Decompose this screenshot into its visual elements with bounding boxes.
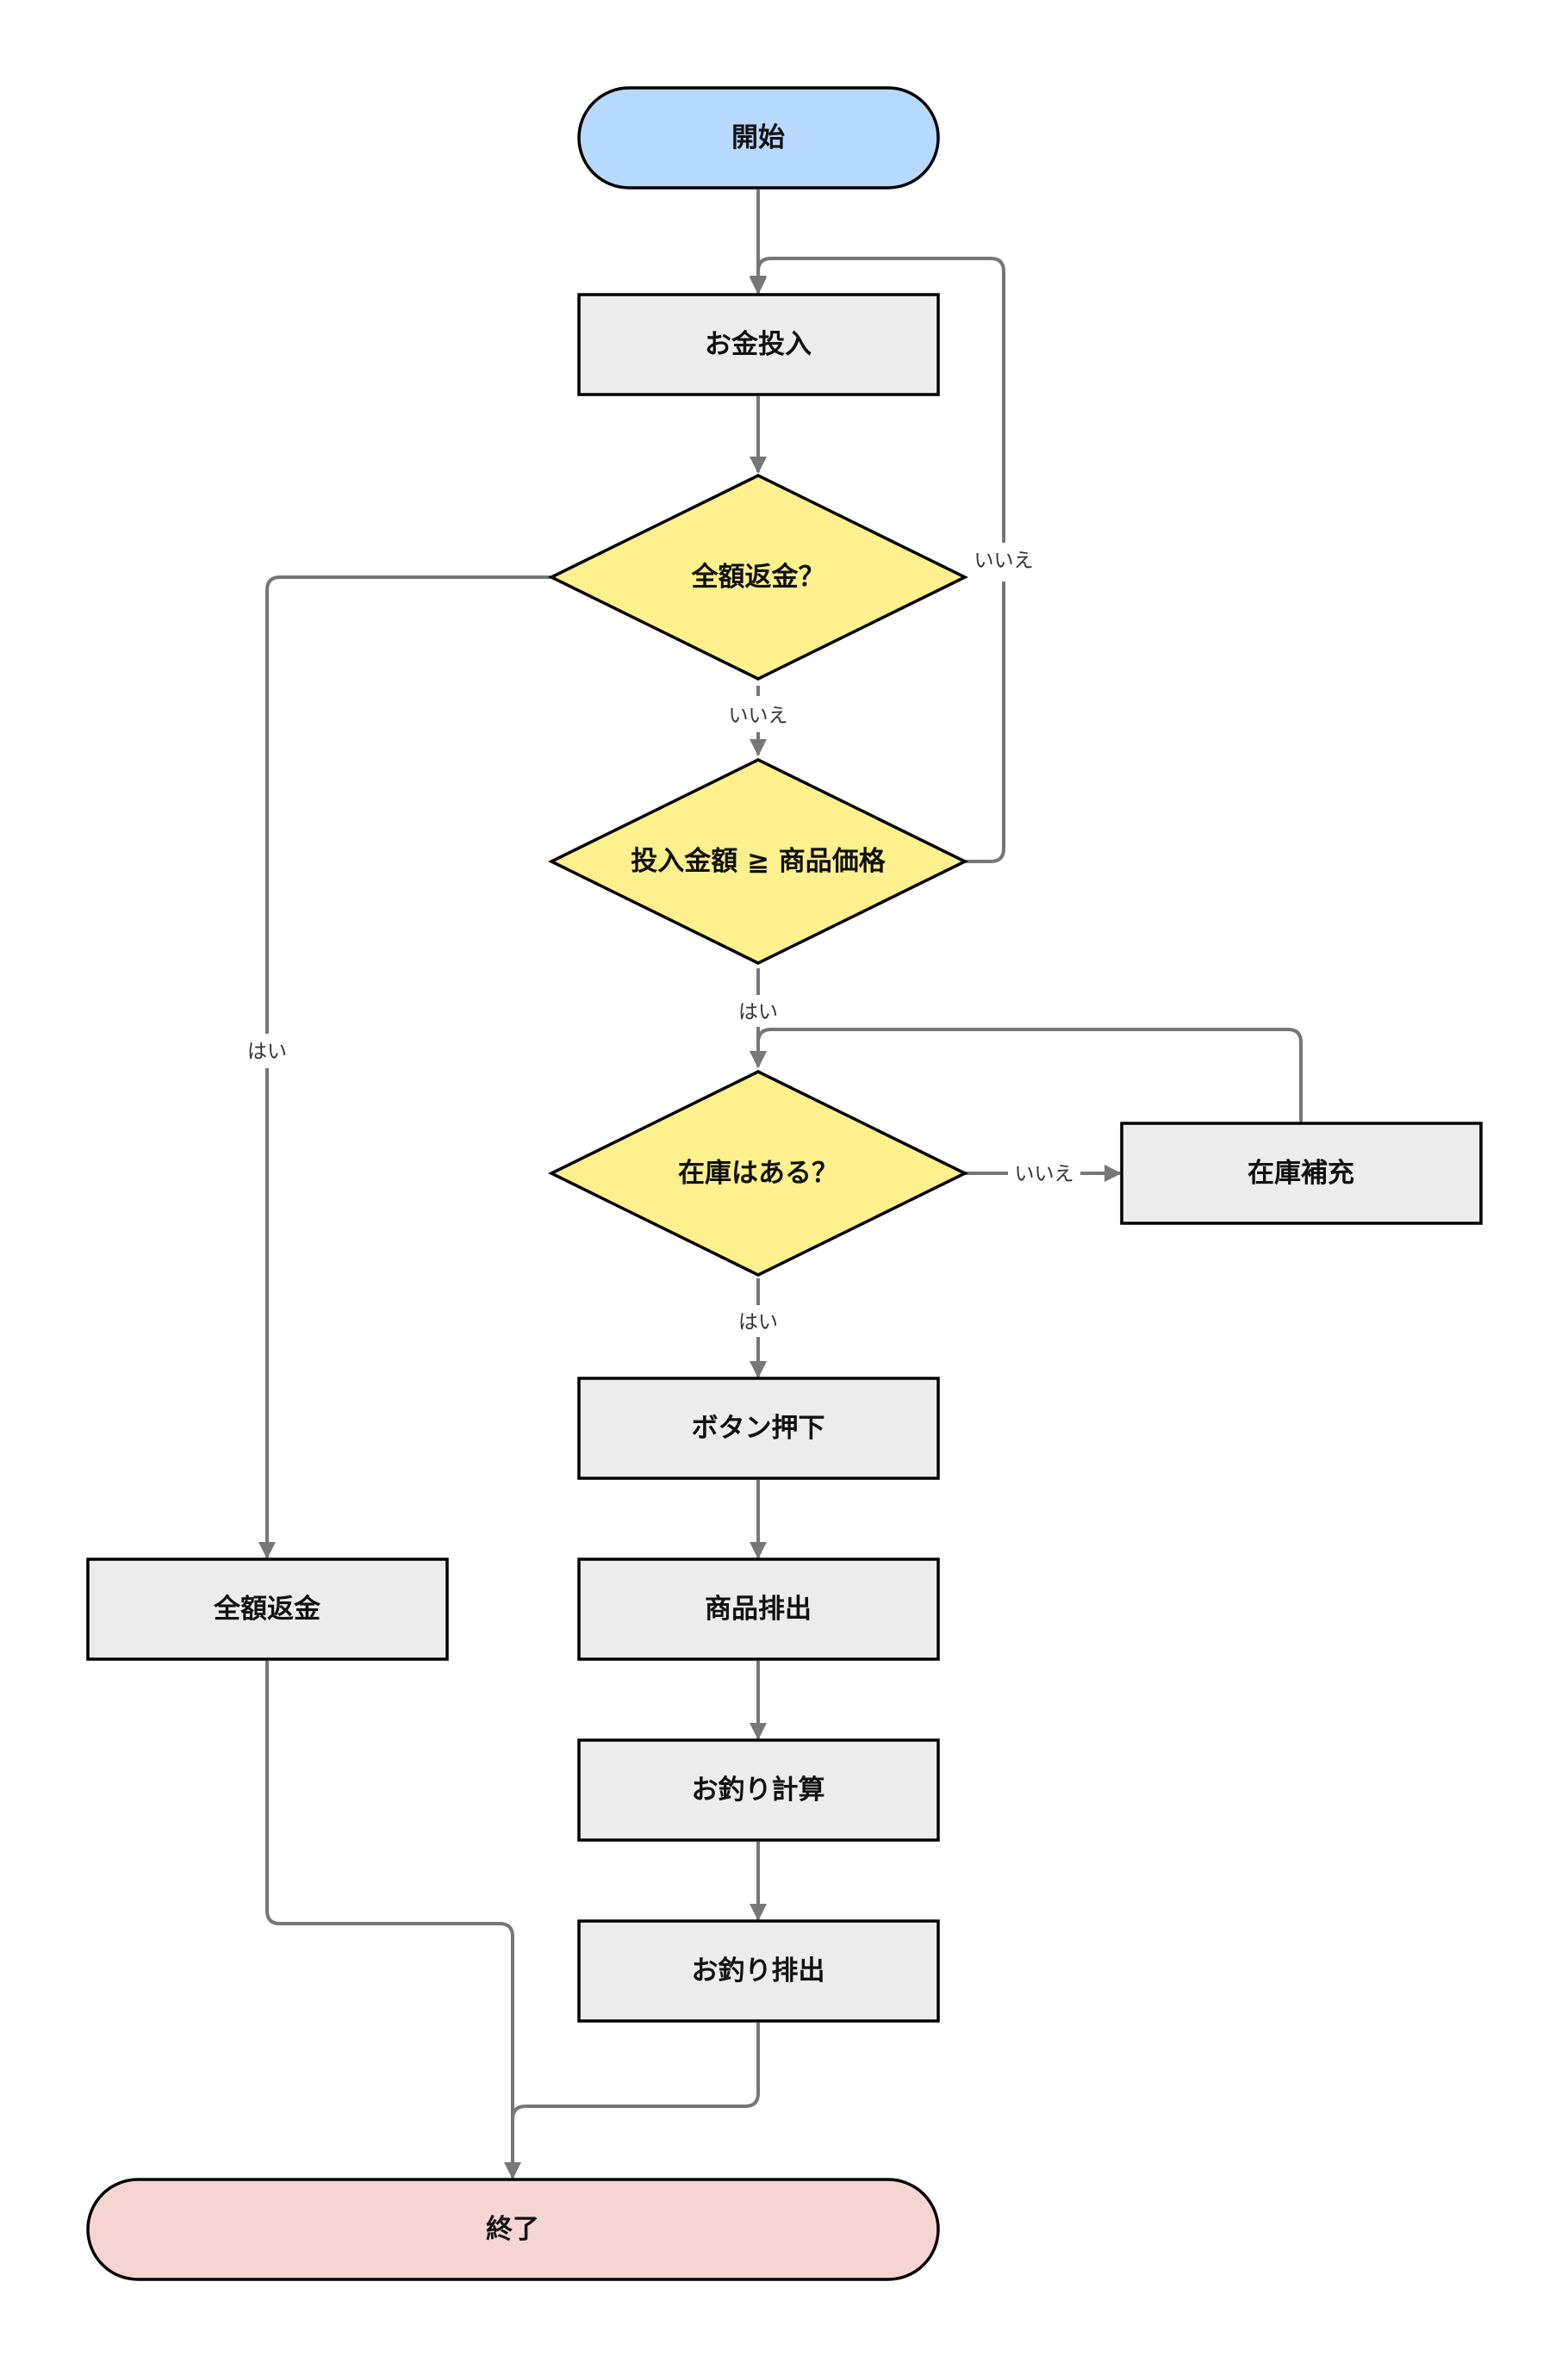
edge-restock-loop: [750, 1028, 1303, 1123]
dispense-product-process: [577, 1558, 940, 1661]
edge-label-refund-yes: はい: [247, 1041, 287, 1063]
edge-dispense-change-to-end: [511, 2023, 760, 2154]
press-button-process: [577, 1377, 940, 1480]
dispense-change-label: お釣り排出: [692, 1956, 825, 1987]
edge-refund-yes-to-full-refund: [265, 575, 551, 1034]
insert-money-label: お金投入: [705, 329, 812, 360]
edge-amount-no-loop: [965, 581, 1005, 863]
press-button-label: ボタン押下: [692, 1413, 825, 1444]
stock-check-label: 在庫はある？: [678, 1158, 838, 1189]
calc-change-label: お釣り計算: [692, 1775, 825, 1806]
amount-check-label: 投入金額 ≧ 商品価格: [631, 846, 887, 877]
insert-money-process: [577, 293, 940, 396]
start-terminal: [577, 86, 940, 190]
edge-full-refund-to-end: [265, 1661, 521, 2179]
edge-amount-no-loop-top: [750, 257, 1005, 543]
edge-label-amount-yes: はい: [738, 1001, 778, 1023]
amount-check-decision: [548, 758, 968, 965]
refund-question-decision: [548, 474, 968, 681]
edge-label-stock-no: いいえ: [1015, 1163, 1074, 1185]
restock-label: 在庫補充: [1248, 1158, 1354, 1189]
dispense-change-process: [577, 1919, 940, 2023]
end-label: 終了: [486, 2214, 539, 2245]
edge-label-refund-no: いいえ: [729, 705, 788, 727]
end-terminal: [86, 2178, 940, 2281]
edge-label-amount-no: いいえ: [974, 550, 1034, 572]
restock-process: [1120, 1122, 1483, 1225]
full-refund-process: [86, 1558, 449, 1661]
calc-change-process: [577, 1738, 940, 1842]
dispense-product-label: 商品排出: [705, 1594, 812, 1625]
full-refund-label: 全額返金: [213, 1594, 321, 1625]
stock-check-decision: [548, 1070, 968, 1277]
refund-question-label: 全額返金？: [691, 562, 825, 593]
start-label: 開始: [731, 122, 785, 153]
edge-label-stock-yes: はい: [738, 1311, 778, 1334]
